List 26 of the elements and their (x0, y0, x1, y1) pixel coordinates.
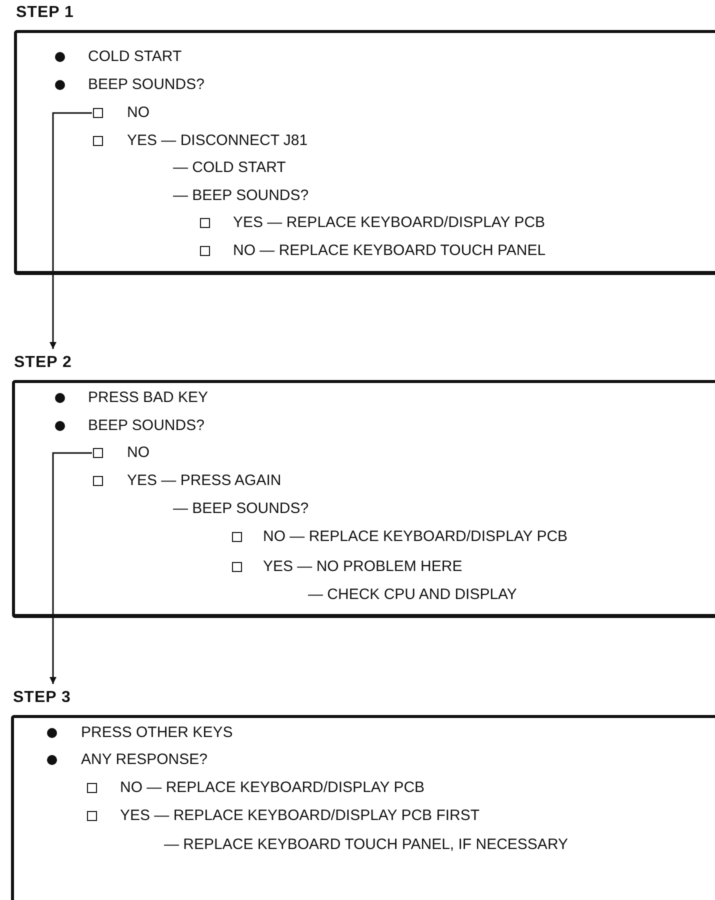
instruction-text: YES — NO PROBLEM HERE (263, 558, 462, 576)
step-heading: STEP 3 (13, 689, 71, 707)
instruction-text: — BEEP SOUNDS? (173, 187, 309, 205)
instruction-text: PRESS BAD KEY (88, 389, 208, 407)
instruction-text: YES — PRESS AGAIN (127, 472, 282, 490)
arrow (50, 112, 92, 349)
step-heading: STEP 2 (14, 354, 72, 372)
instruction-text: NO — REPLACE KEYBOARD/DISPLAY PCB (263, 528, 568, 546)
instruction-text: COLD START (88, 48, 182, 66)
instruction-text: NO — REPLACE KEYBOARD/DISPLAY PCB (120, 779, 425, 797)
instruction-text: NO — REPLACE KEYBOARD TOUCH PANEL (233, 242, 546, 260)
instruction-text: BEEP SOUNDS? (88, 417, 204, 435)
instruction-text: PRESS OTHER KEYS (81, 724, 233, 742)
instruction-text: NO (127, 104, 150, 122)
instruction-text: ANY RESPONSE? (81, 751, 208, 769)
step-heading: STEP 1 (16, 4, 74, 22)
instruction-text: YES — DISCONNECT J81 (127, 132, 308, 150)
instruction-text: BEEP SOUNDS? (88, 76, 204, 94)
instruction-text: YES — REPLACE KEYBOARD/DISPLAY PCB FIRST (120, 807, 480, 825)
instruction-text: — CHECK CPU AND DISPLAY (308, 586, 517, 604)
instruction-text: NO (127, 444, 150, 462)
instruction-text: YES — REPLACE KEYBOARD/DISPLAY PCB (233, 214, 546, 232)
instruction-text: — BEEP SOUNDS? (173, 500, 309, 518)
instruction-text: — REPLACE KEYBOARD TOUCH PANEL, IF NECESSARY (164, 836, 568, 854)
instruction-text: — COLD START (173, 159, 286, 177)
arrow (50, 452, 92, 684)
